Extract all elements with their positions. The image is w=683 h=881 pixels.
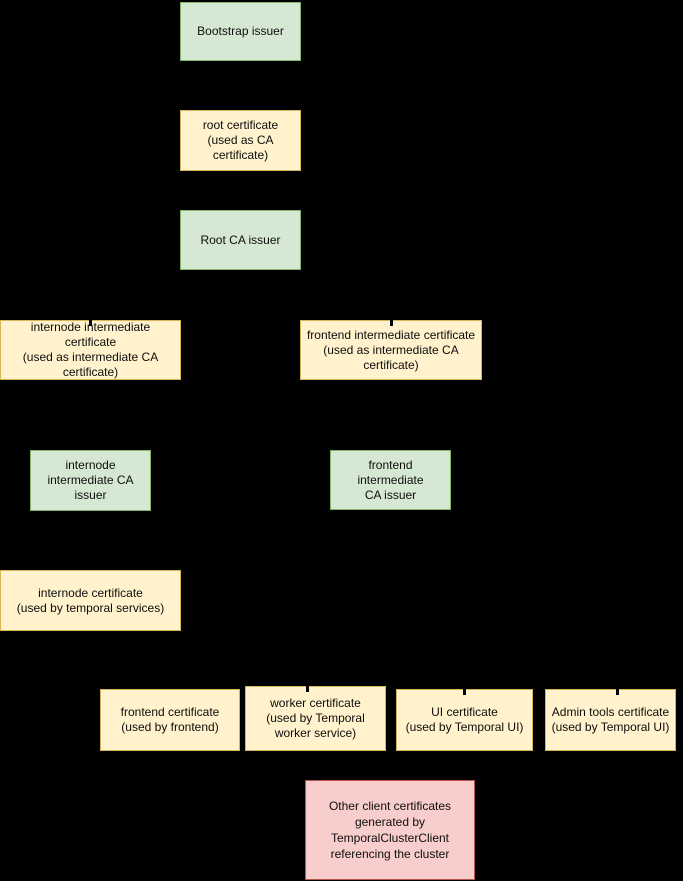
- connector-arrow-tip-icon: [616, 689, 619, 695]
- node-label: worker certificate (used by Temporal wor…: [266, 696, 365, 740]
- connector-arrow-tip-icon: [463, 689, 466, 695]
- node-admin-tools-certificate: Admin tools certificate (used by Tempora…: [545, 689, 676, 751]
- node-bootstrap-issuer: Bootstrap issuer: [180, 2, 301, 61]
- node-other-client-certificates: Other client certificates generated by T…: [305, 780, 475, 880]
- node-frontend-certificate: frontend certificate (used by frontend): [100, 689, 240, 751]
- node-worker-certificate: worker certificate (used by Temporal wor…: [245, 686, 386, 751]
- node-root-ca-issuer: Root CA issuer: [180, 210, 301, 270]
- node-root-certificate: root certificate (used as CA certificate…: [180, 110, 301, 171]
- node-ui-certificate: UI certificate (used by Temporal UI): [396, 689, 533, 751]
- node-internode-certificate: internode certificate (used by temporal …: [0, 570, 181, 631]
- node-frontend-intermediate-certificate: frontend intermediate certificate (used …: [300, 320, 482, 380]
- node-frontend-intermediate-ca-issuer: frontend intermediate CA issuer: [330, 450, 451, 510]
- connector-arrow-tip-icon: [390, 320, 393, 326]
- node-label: Admin tools certificate (used by Tempora…: [551, 705, 670, 734]
- node-label: frontend intermediate certificate (used …: [306, 327, 476, 372]
- node-label: UI certificate (used by Temporal UI): [405, 705, 524, 734]
- node-internode-intermediate-ca-issuer: internode intermediate CA issuer: [30, 450, 151, 511]
- connector-arrow-tip-icon: [89, 320, 92, 326]
- node-label: internode intermediate certificate (used…: [22, 320, 159, 379]
- connector-arrow-tip-icon: [306, 686, 309, 692]
- node-internode-intermediate-certificate: internode intermediate certificate (used…: [0, 320, 181, 380]
